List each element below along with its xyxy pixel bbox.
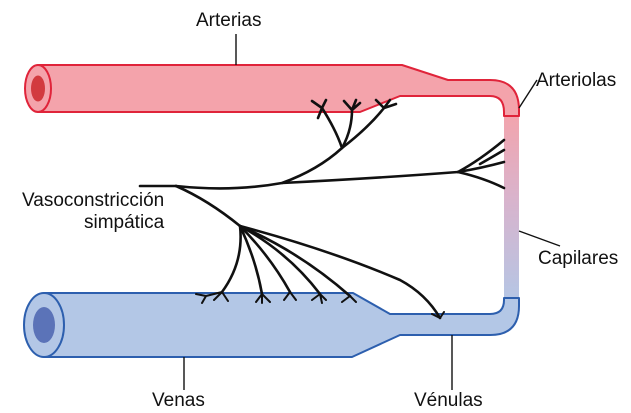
label-arterias: Arterias [196,10,261,32]
label-vasoconstriccion: Vasoconstricción simpática [10,190,164,234]
nerve-branch-lower [176,186,240,226]
label-vasoconstriccion-line2: simpática [10,212,164,234]
label-venulas: Vénulas [414,390,483,412]
sympathetic-nerve [140,100,504,318]
capilares-leader [519,231,560,246]
nerve-branch-upper-c [342,108,384,148]
vein-lumen [33,307,55,343]
label-arteriolas: Arteriolas [536,70,616,92]
nerve-branch-lower-left [222,226,241,292]
nerve-branch-upper-a [322,108,342,148]
nerve-branch-arteriole-b [458,172,504,188]
label-capilares: Capilares [538,248,618,270]
capillary-vessel [504,110,519,306]
label-vasoconstriccion-line1: Vasoconstricción [10,190,164,212]
artery-vessel [38,65,519,116]
artery-lumen [31,76,45,102]
arteriolas-leader [519,80,537,108]
vein-vessel [44,293,519,357]
label-venas: Venas [152,390,205,412]
nerve-branch-lower-mid2 [240,226,290,292]
